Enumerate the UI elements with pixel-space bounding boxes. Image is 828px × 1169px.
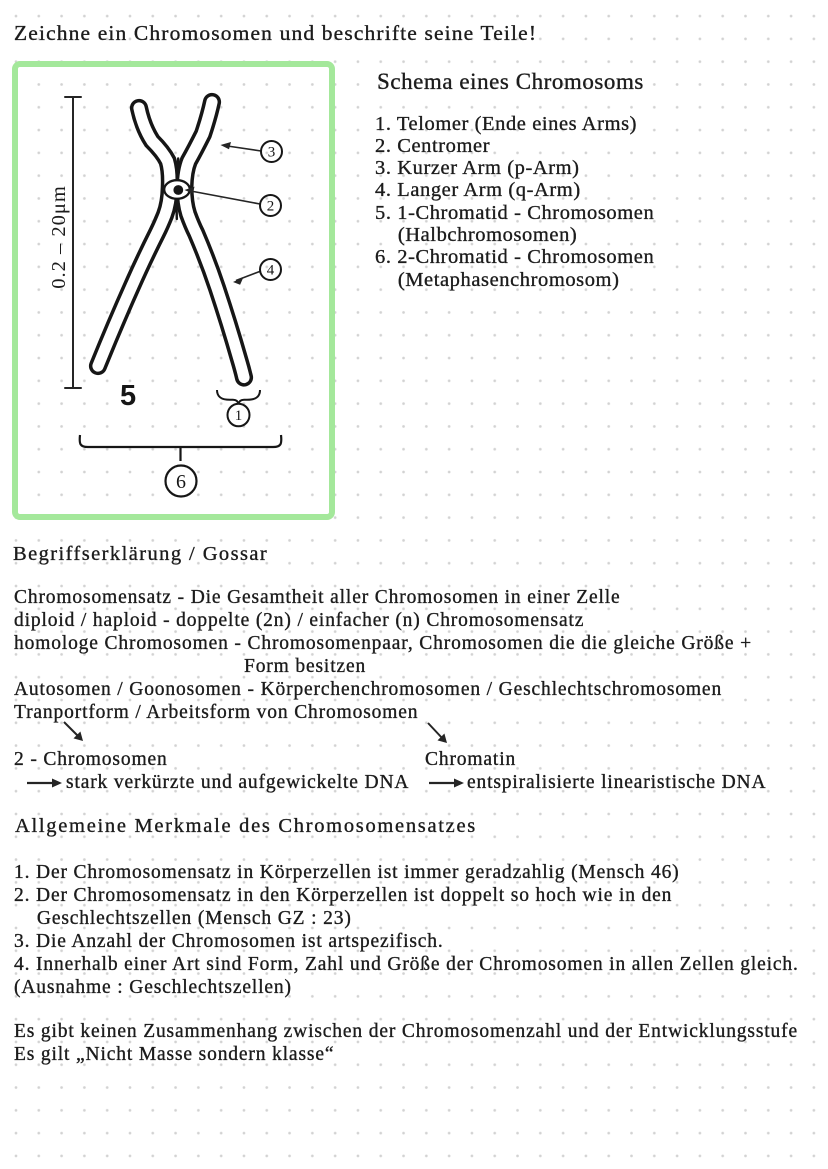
svg-text:5: 5 [120, 380, 136, 412]
svg-text:3: 3 [268, 145, 276, 161]
svg-text:6: 6 [176, 471, 186, 493]
svg-text:0.2 – 20μm: 0.2 – 20μm [48, 185, 70, 289]
svg-text:1: 1 [235, 408, 243, 424]
svg-text:2: 2 [267, 199, 275, 215]
svg-text:4: 4 [267, 263, 275, 279]
